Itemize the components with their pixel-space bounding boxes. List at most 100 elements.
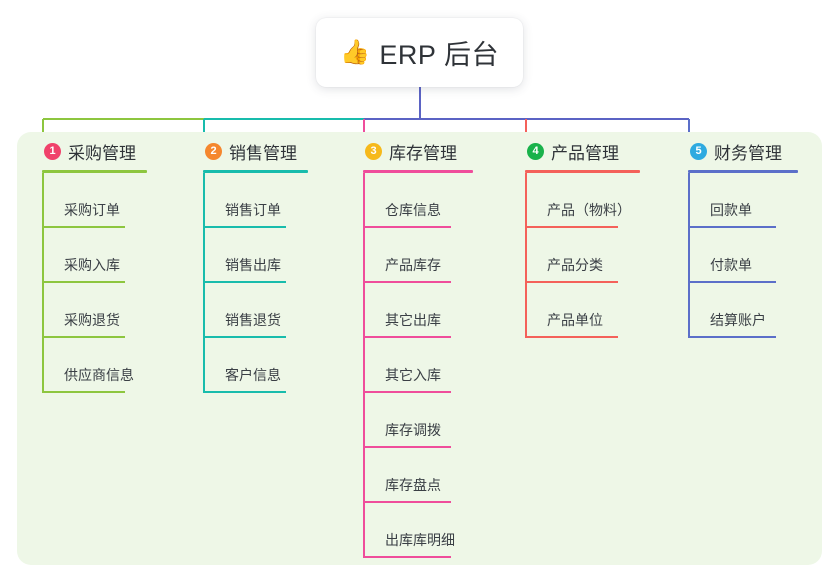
branch-item-label: 结算账户 (710, 312, 766, 328)
branch-header-underline (363, 170, 473, 173)
root-node[interactable]: 👍 ERP 后台 (316, 18, 523, 87)
root-title-text: ERP 后台 (379, 40, 499, 70)
branch-header[interactable]: 2 销售管理 (203, 132, 308, 170)
branch-item-label: 其它入库 (385, 367, 441, 383)
branch-item-label: 产品（物料） (547, 202, 631, 218)
branch-item[interactable]: 结算账户 (688, 283, 798, 338)
branch-column: 2 销售管理销售订单销售出库销售退货客户信息 (203, 132, 308, 393)
branch-column: 4 产品管理产品（物料） 产品分类产品单位 (525, 132, 640, 338)
branch-header[interactable]: 1 采购管理 (42, 132, 147, 170)
branch-item-label: 供应商信息 (64, 367, 134, 383)
branch-item-underline (363, 446, 451, 448)
branch-item[interactable]: 采购退货 (42, 283, 147, 338)
branch-item-underline (42, 226, 125, 228)
branch-item[interactable]: 采购订单 (42, 173, 147, 228)
branch-header-underline (42, 170, 147, 173)
branch-item-underline (363, 556, 451, 558)
branch-header[interactable]: 3 库存管理 (363, 132, 473, 170)
branch-header-underline (525, 170, 640, 173)
branch-item-underline (525, 226, 618, 228)
branch-column: 5 财务管理回款单付款单结算账户 (688, 132, 798, 338)
branch-header-underline (688, 170, 798, 173)
branch-title: 库存管理 (389, 143, 457, 163)
branch-item[interactable]: 销售出库 (203, 228, 308, 283)
branch-trunk-line (363, 173, 365, 558)
branch-title: 采购管理 (68, 143, 136, 163)
branch-item[interactable]: 出库库明细 (363, 503, 473, 558)
branch-item[interactable]: 采购入库 (42, 228, 147, 283)
branch-item-list: 产品（物料） 产品分类产品单位 (525, 173, 640, 338)
branch-item[interactable]: 库存调拨 (363, 393, 473, 448)
branch-item-list: 仓库信息产品库存其它出库其它入库库存调拨库存盘点出库库明细 (363, 173, 473, 558)
branch-column: 3 库存管理仓库信息产品库存其它出库其它入库库存调拨库存盘点出库库明细 (363, 132, 473, 558)
branch-item-label: 库存盘点 (385, 477, 441, 493)
root-node-label: 👍 ERP 后台 (340, 33, 499, 72)
branch-item[interactable]: 产品（物料） (525, 173, 640, 228)
branch-panel (17, 132, 822, 565)
branch-item-label: 采购入库 (64, 257, 120, 273)
branch-item-label: 出库库明细 (385, 532, 455, 548)
branch-item[interactable]: 产品库存 (363, 228, 473, 283)
branch-header[interactable]: 4 产品管理 (525, 132, 640, 170)
branch-item-label: 仓库信息 (385, 202, 441, 218)
branch-item-label: 产品单位 (547, 312, 603, 328)
branch-item-underline (363, 391, 451, 393)
branch-item-underline (203, 391, 286, 393)
branch-item[interactable]: 仓库信息 (363, 173, 473, 228)
branch-item-underline (363, 281, 451, 283)
branch-item[interactable]: 销售退货 (203, 283, 308, 338)
branch-item-underline (203, 281, 286, 283)
branch-item[interactable]: 付款单 (688, 228, 798, 283)
branch-number-badge: 1 (44, 142, 61, 160)
branch-trunk-line (42, 173, 44, 393)
branch-item-list: 回款单付款单结算账户 (688, 173, 798, 338)
branch-number-badge: 3 (365, 142, 382, 160)
branch-item-list: 采购订单采购入库采购退货供应商信息 (42, 173, 147, 393)
branch-item-underline (363, 501, 451, 503)
branch-item-label: 产品分类 (547, 257, 603, 273)
branch-item[interactable]: 供应商信息 (42, 338, 147, 393)
branch-item-label: 销售订单 (225, 202, 281, 218)
branch-item-underline (203, 336, 286, 338)
branch-trunk-line (203, 173, 205, 393)
branch-column: 1 采购管理采购订单采购入库采购退货供应商信息 (42, 132, 147, 393)
branch-item[interactable]: 回款单 (688, 173, 798, 228)
branch-number-badge: 5 (690, 142, 707, 160)
branch-item-label: 付款单 (710, 257, 752, 273)
branch-item-underline (688, 226, 776, 228)
branch-item-underline (363, 226, 451, 228)
branch-item-label: 销售出库 (225, 257, 281, 273)
branch-header[interactable]: 5 财务管理 (688, 132, 798, 170)
branch-item-label: 客户信息 (225, 367, 281, 383)
branch-item-label: 采购订单 (64, 202, 120, 218)
branch-item-label: 库存调拨 (385, 422, 441, 438)
branch-item-underline (688, 281, 776, 283)
branch-item-underline (363, 336, 451, 338)
branch-item[interactable]: 其它入库 (363, 338, 473, 393)
branch-item-underline (525, 336, 618, 338)
branch-item[interactable]: 产品分类 (525, 228, 640, 283)
branch-item[interactable]: 产品单位 (525, 283, 640, 338)
branch-title: 财务管理 (714, 143, 782, 163)
branch-item-underline (688, 336, 776, 338)
branch-trunk-line (688, 173, 690, 338)
branch-title: 销售管理 (229, 143, 297, 163)
branch-item-list: 销售订单销售出库销售退货客户信息 (203, 173, 308, 393)
branch-title: 产品管理 (551, 143, 619, 163)
branch-number-badge: 2 (205, 142, 222, 160)
branch-item-underline (42, 281, 125, 283)
thumbs-up-icon: 👍 (340, 38, 371, 66)
branch-trunk-line (525, 173, 527, 338)
branch-item-underline (42, 336, 125, 338)
branch-item-label: 采购退货 (64, 312, 120, 328)
branch-item[interactable]: 其它出库 (363, 283, 473, 338)
branch-item-underline (203, 226, 286, 228)
branch-item-label: 其它出库 (385, 312, 441, 328)
branch-item[interactable]: 销售订单 (203, 173, 308, 228)
branch-item[interactable]: 客户信息 (203, 338, 308, 393)
branch-item-underline (525, 281, 618, 283)
branch-item-label: 产品库存 (385, 257, 441, 273)
branch-number-badge: 4 (527, 142, 544, 160)
branch-header-underline (203, 170, 308, 173)
branch-item[interactable]: 库存盘点 (363, 448, 473, 503)
